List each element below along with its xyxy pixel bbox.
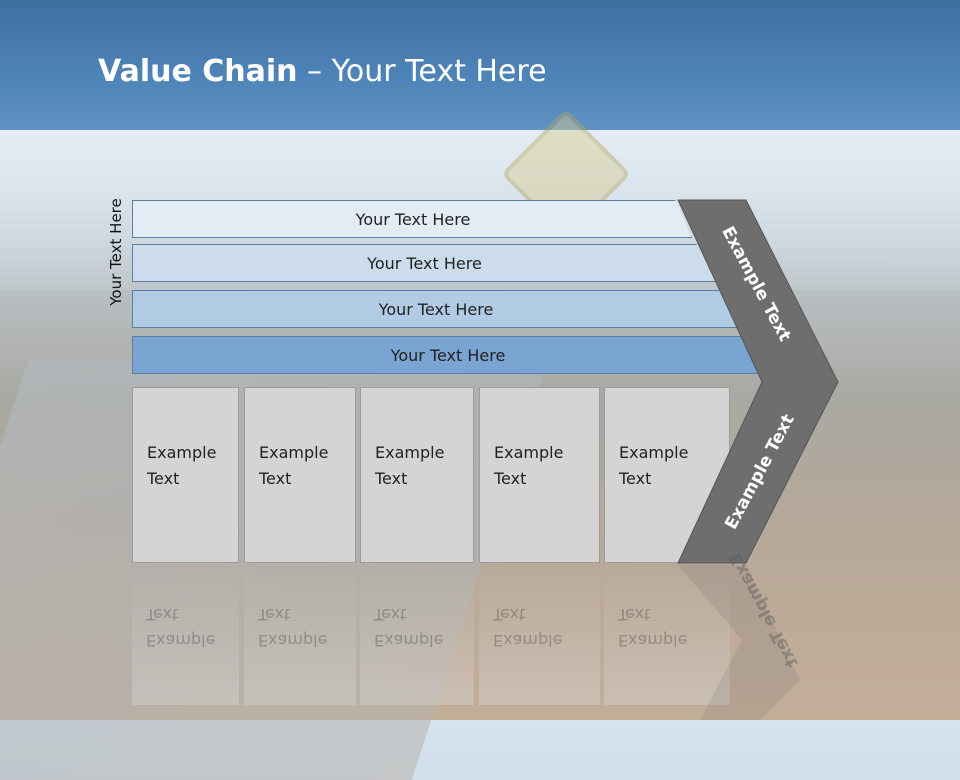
column-line-2: Text [375, 469, 408, 488]
value-row-3[interactable]: Your Text Here [132, 290, 740, 328]
activity-column-2[interactable]: Example Text [244, 387, 356, 563]
activity-column-4[interactable]: Example Text [479, 387, 600, 563]
value-row-label: Your Text Here [390, 346, 506, 365]
activity-column-3[interactable]: Example Text [360, 387, 474, 563]
slide-title-bold: Value Chain [98, 54, 298, 89]
chevron-reflection [678, 565, 800, 720]
column-line-1: Example [619, 443, 689, 462]
column-line-1: Example [375, 443, 445, 462]
column-line-1: Example [259, 443, 329, 462]
column-line-2: Text [259, 469, 292, 488]
chevron-arrow [677, 199, 839, 720]
value-row-label: Your Text Here [355, 210, 471, 229]
value-row-2[interactable]: Your Text Here [132, 244, 717, 282]
title-band [0, 0, 960, 130]
column-line-1: Example [494, 443, 564, 462]
slide-title-rest: – Your Text Here [297, 54, 547, 89]
column-line-1: Example [147, 443, 217, 462]
value-row-label: Your Text Here [378, 300, 494, 319]
column-line-2: Text [619, 469, 652, 488]
value-row-label: Your Text Here [367, 254, 482, 273]
value-row-1[interactable]: Your Text Here [132, 200, 692, 238]
activity-column-1[interactable]: Example Text [132, 387, 239, 563]
slide-title[interactable]: Value Chain – Your Text Here [98, 54, 547, 89]
column-line-2: Text [494, 469, 527, 488]
chevron-shape [677, 199, 839, 564]
value-row-4[interactable]: Your Text Here [132, 336, 764, 374]
column-line-2: Text [147, 469, 180, 488]
